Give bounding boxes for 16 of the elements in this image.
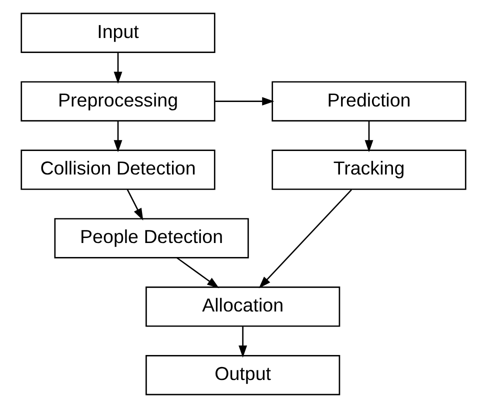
node-box: Output	[146, 355, 340, 396]
arrow	[258, 189, 352, 288]
node-box: Tracking	[272, 150, 466, 190]
node-box: People Detection	[54, 218, 249, 258]
arrow	[114, 120, 122, 152]
node-box: Input	[20, 12, 216, 53]
node-box: Collision Detection	[20, 150, 216, 190]
arrow	[364, 120, 374, 152]
node-box: Allocation	[146, 286, 340, 327]
node-box: Preprocessing	[20, 81, 216, 122]
arrow	[126, 189, 144, 220]
arrow	[114, 52, 122, 84]
arrow	[238, 326, 248, 358]
arrow	[215, 97, 274, 106]
node-box: Prediction	[272, 81, 466, 122]
arrow	[176, 257, 220, 288]
